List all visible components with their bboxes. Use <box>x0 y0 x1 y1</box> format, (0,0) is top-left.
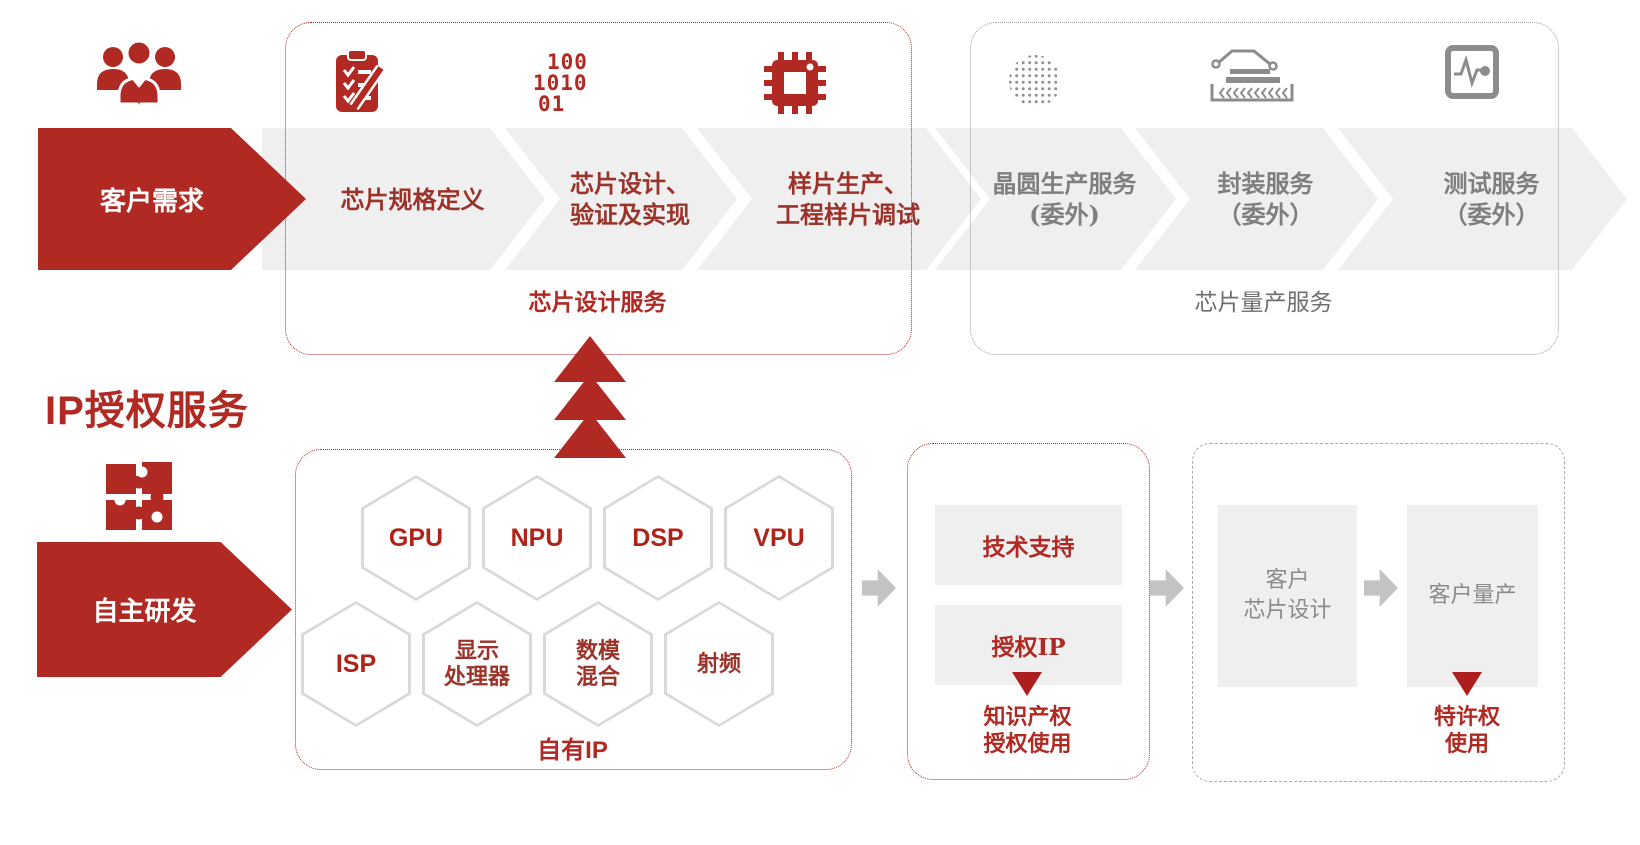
self-rnd-arrow: 自主研发 <box>37 542 292 677</box>
customer-production-panel: 客户量产 <box>1407 505 1538 687</box>
self-rnd-label: 自主研发 <box>92 597 197 627</box>
binary-line2: 1010 <box>533 71 588 95</box>
binary-code-icon: 100 1010 01 <box>533 52 607 118</box>
packaging-icon <box>1210 49 1294 102</box>
royalty-note: 特许权 使用 <box>1387 704 1547 758</box>
royalty-note-line1: 特许权 <box>1433 704 1500 730</box>
licensed-ip-label: 授权IP <box>991 634 1066 661</box>
step-label: 芯片规格定义 <box>340 184 485 214</box>
royalty-note-line2: 使用 <box>1444 731 1489 757</box>
clipboard-icon <box>336 49 386 112</box>
step-chip-spec-definition: 芯片规格定义 <box>262 128 545 270</box>
hex-gpu-label: GPU <box>388 523 444 552</box>
step-testing-outsourced: 测试服务 （委外） <box>1338 128 1627 270</box>
step-label-line2: （委外） <box>1217 200 1314 229</box>
flow-up-triangle-3 <box>554 412 626 458</box>
hex-rf-label: 射频 <box>696 651 741 677</box>
hex-isp-label: ISP <box>335 649 377 678</box>
own-ip-caption: 自有IP <box>537 737 608 764</box>
licensing-down-triangle <box>1012 672 1042 696</box>
licensed-ip-panel: 授权IP <box>935 605 1122 685</box>
step-label-line1: 芯片设计、 <box>570 169 690 198</box>
chip-icon <box>764 52 826 114</box>
customer-demand-label: 客户需求 <box>99 186 204 217</box>
step-label-line2: 验证及实现 <box>570 200 690 229</box>
testing-icon <box>1445 45 1499 99</box>
arrow-licensing-to-customer <box>1150 569 1184 607</box>
customer-box <box>1192 443 1565 782</box>
chip-mass-production-service-box <box>970 22 1559 355</box>
tech-support-panel: 技术支持 <box>935 505 1122 585</box>
step-label-line1: 晶圆生产服务 <box>992 169 1137 198</box>
customer-production-label: 客户量产 <box>1428 583 1517 608</box>
customer-down-triangle <box>1452 672 1482 696</box>
step-label-line2: 工程样片调试 <box>776 200 920 229</box>
ip-license-title: IP授权服务 <box>45 389 249 433</box>
step-label-line1: 封装服务 <box>1217 169 1314 198</box>
customer-design-line2: 芯片设计 <box>1243 598 1332 623</box>
hex-dsp-label: DSP <box>632 523 684 552</box>
step-label-line2: (委外) <box>1029 200 1100 229</box>
arrow-ip-to-licensing <box>862 569 896 607</box>
mass-production-caption: 芯片量产服务 <box>1194 290 1333 316</box>
licensing-note-line1: 知识产权 <box>983 704 1072 730</box>
hex-vpu-label: VPU <box>753 523 805 552</box>
step-label-line2: （委外） <box>1443 200 1540 229</box>
binary-line1: 100 <box>547 50 588 74</box>
hex-display-line1: 显示 <box>454 638 499 664</box>
hex-mixed-line2: 混合 <box>575 664 620 690</box>
hex-display-line2: 处理器 <box>443 664 510 690</box>
step-label-line1: 测试服务 <box>1443 169 1540 198</box>
design-service-caption: 芯片设计服务 <box>528 289 667 316</box>
step-label-line1: 样片生产、 <box>788 169 908 198</box>
licensing-note-line2: 授权使用 <box>983 731 1072 757</box>
hex-mixed-line1: 数模 <box>575 638 620 664</box>
customer-design-line1: 客户 <box>1265 568 1310 593</box>
tech-support-label: 技术支持 <box>982 534 1075 561</box>
hex-npu-label: NPU <box>510 523 564 552</box>
customers-icon <box>97 39 181 106</box>
binary-line3: 01 <box>538 92 566 116</box>
licensing-note: 知识产权 授权使用 <box>907 704 1148 758</box>
customer-chip-design-panel: 客户 芯片设计 <box>1218 505 1357 687</box>
puzzle-icon <box>106 462 172 530</box>
wafer-icon <box>1009 55 1061 107</box>
licensing-box <box>907 443 1150 780</box>
